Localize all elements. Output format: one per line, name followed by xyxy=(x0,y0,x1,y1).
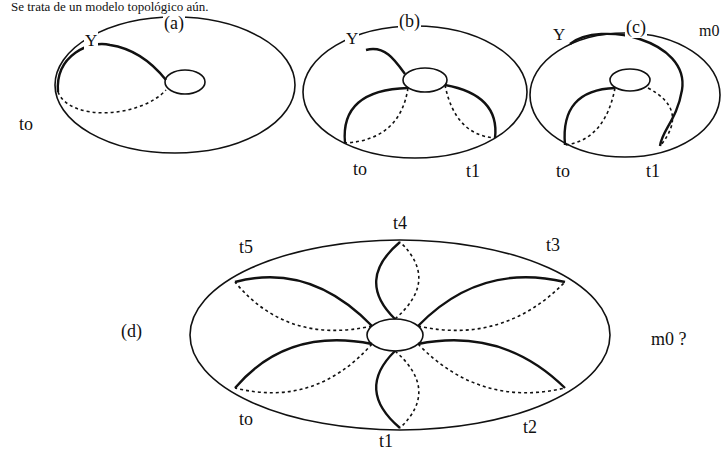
loop-front xyxy=(58,44,166,92)
loop-back xyxy=(235,344,372,393)
curve-label: to xyxy=(352,160,368,180)
loop-back xyxy=(648,88,673,146)
loop-front xyxy=(376,351,400,428)
curve-label: to xyxy=(555,162,571,182)
loop-back xyxy=(58,90,166,113)
curve-label: t1 xyxy=(645,162,661,182)
loop-back xyxy=(445,85,495,138)
path-front xyxy=(570,34,683,146)
loop-back xyxy=(235,282,372,330)
loop-back xyxy=(418,344,565,393)
loop-back xyxy=(345,88,408,143)
loop-back xyxy=(565,88,615,145)
symbol-mark: Y xyxy=(84,32,98,51)
loop-front xyxy=(235,277,372,326)
loop-back xyxy=(395,351,419,428)
panel-letter: (c) xyxy=(625,18,647,38)
symbol-mark: Y xyxy=(552,26,566,45)
curve-label: m0 ? xyxy=(650,330,688,350)
curve-label: t4 xyxy=(392,214,408,234)
panel-letter: (b) xyxy=(398,12,421,32)
curve-label: t5 xyxy=(238,238,254,258)
curve-label: m0 xyxy=(698,22,720,40)
curve-label: t1 xyxy=(465,162,481,182)
symbol-mark: Y xyxy=(345,30,359,49)
torus-hole xyxy=(403,68,447,92)
loop-front xyxy=(235,340,372,388)
curve-label: to xyxy=(18,115,34,135)
loop-front xyxy=(445,85,495,138)
panel-letter: (d) xyxy=(120,322,143,342)
loop-front xyxy=(418,340,565,388)
loop-front xyxy=(418,277,565,326)
loop-front xyxy=(345,88,408,143)
torus-hole xyxy=(367,319,423,351)
curve-label: t3 xyxy=(545,236,561,256)
curve-label: t2 xyxy=(522,418,538,438)
path-front xyxy=(366,49,405,74)
torus-outline xyxy=(55,17,295,153)
loop-front xyxy=(376,242,400,319)
torus-outline xyxy=(530,33,720,157)
panel-letter: (a) xyxy=(163,14,185,34)
torus-hole xyxy=(165,70,205,94)
loop-back xyxy=(418,282,565,330)
loop-back xyxy=(395,242,419,319)
curve-label: t1 xyxy=(378,432,394,452)
torus-hole xyxy=(610,69,650,91)
torus-outline xyxy=(303,26,527,158)
caption-text: Se trata de un modelo topológico aún. xyxy=(10,0,209,14)
loop-front xyxy=(565,88,615,145)
curve-label: to xyxy=(238,410,254,430)
torus-outline xyxy=(190,240,610,430)
